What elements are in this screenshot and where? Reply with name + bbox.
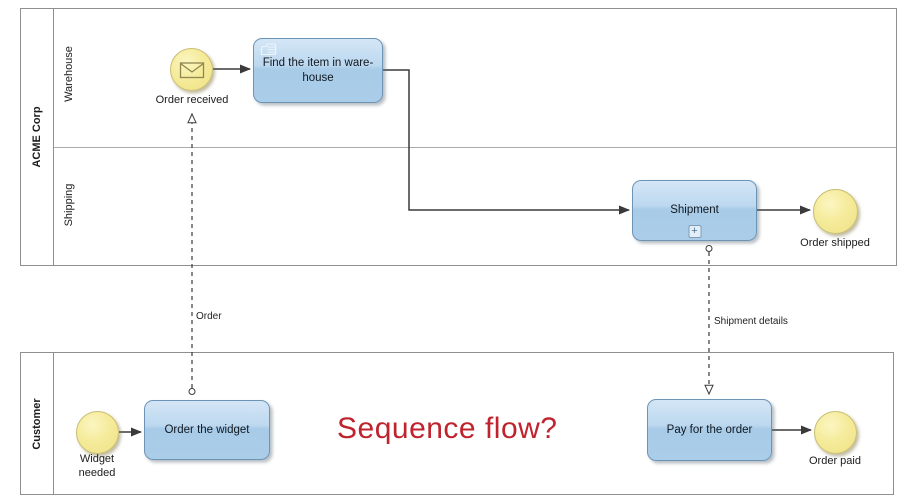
label-order-paid: Order paid — [809, 455, 861, 467]
start-event-widget-needed[interactable] — [76, 411, 119, 454]
pool-customer-label-band — [21, 353, 54, 494]
label-widget-needed: Widget needed — [78, 453, 116, 479]
task-order-widget[interactable]: Order the widget — [144, 400, 270, 460]
message-flow-label-shipment-details: Shipment details — [714, 316, 788, 327]
label-order-shipped: Order shipped — [800, 237, 870, 249]
message-flow-shipment-details-source-dot — [705, 245, 713, 252]
start-event-order-received[interactable] — [170, 48, 213, 91]
label-find-item: Find the item in ware-house — [262, 56, 374, 84]
manual-task-icon — [260, 43, 277, 56]
task-find-item[interactable]: Find the item in ware-house — [253, 38, 383, 103]
sequence-flow-find-item-to-shipment — [383, 69, 630, 215]
envelope-icon — [179, 61, 204, 78]
label-pay-order: Pay for the order — [666, 423, 753, 436]
pool-acme-label-band — [21, 9, 54, 265]
end-event-order-shipped[interactable] — [813, 189, 858, 234]
end-event-order-paid[interactable] — [814, 411, 857, 454]
sequence-flow-annotation: Sequence flow? — [337, 412, 558, 445]
message-flow-label-order: Order — [196, 311, 222, 322]
label-order-widget: Order the widget — [164, 423, 250, 436]
lane-divider-warehouse-shipping — [54, 147, 896, 148]
label-order-received: Order received — [155, 94, 229, 106]
message-flow-order-source-dot — [188, 388, 196, 395]
task-pay-order[interactable]: Pay for the order — [647, 399, 772, 461]
task-shipment-subprocess[interactable]: Shipment + — [632, 180, 757, 241]
subprocess-plus-icon[interactable]: + — [688, 225, 701, 238]
label-shipment: Shipment — [670, 204, 719, 217]
